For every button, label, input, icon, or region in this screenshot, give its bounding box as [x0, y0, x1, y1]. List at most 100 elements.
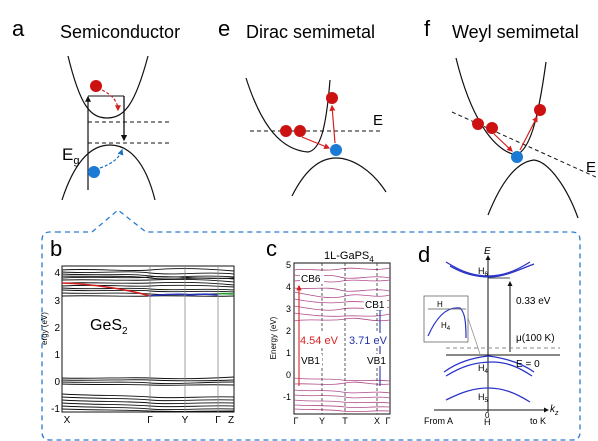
excite-arrow-e	[329, 104, 336, 144]
c-cb1-bg	[364, 298, 387, 310]
callout-box	[41, 209, 581, 441]
d-kz-label: kz	[550, 404, 559, 417]
b-xtick-y: Y	[182, 415, 189, 426]
conduction-band-a	[67, 55, 149, 119]
scatter-arrow-e	[301, 136, 331, 149]
electron-e3	[326, 92, 338, 104]
panel-b: b	[40, 236, 235, 426]
b-xticks: X Γ Y Γ Z	[64, 415, 234, 426]
panel-f-letter: f	[424, 16, 431, 41]
b-ytick-4: 4	[54, 268, 60, 279]
b-ytick-3: 3	[54, 296, 60, 307]
d-inset	[423, 295, 469, 343]
excite-arrow-f	[519, 115, 538, 151]
b-ytick-m1: -1	[51, 404, 60, 415]
d-cb1	[445, 261, 531, 277]
d-h5: H5	[478, 392, 489, 404]
d-inset-h: H	[437, 300, 443, 309]
c-vb1-right: VB1	[367, 356, 386, 367]
panel-b-frame	[61, 265, 235, 413]
b-material-bg	[86, 310, 134, 338]
b-yticks: 4 3 2 1 0 -1	[51, 268, 60, 415]
scatter-arrow-f	[493, 133, 513, 152]
b-xtick-z: Z	[228, 415, 234, 426]
relax-arrow-blue-a	[99, 148, 124, 169]
b-xtick-x: X	[64, 415, 71, 426]
c-vb1-left-bg	[300, 354, 322, 366]
panel-a: a Semiconductor Eg	[12, 16, 180, 201]
fermi-label-e: E	[373, 112, 383, 129]
c-ytick-3: 3	[286, 304, 291, 314]
c-e-left-bg	[300, 333, 340, 346]
c-xtick-t: T	[342, 416, 348, 426]
d-gap-label: 0.33 eV	[516, 296, 551, 307]
c-xtick-gamma2: Γ	[386, 416, 391, 426]
b-ytick-0: 0	[54, 377, 60, 388]
d-inset-link	[467, 317, 481, 355]
b-ytick-1: 1	[54, 350, 60, 361]
electron-e2	[294, 125, 306, 137]
c-cb1: CB1	[365, 300, 385, 311]
c-title: 1L-GaPS4	[324, 250, 374, 264]
c-ytick-0: 0	[286, 370, 291, 380]
b-ytick-2: 2	[54, 323, 60, 334]
valence-band-f	[487, 159, 579, 219]
panel-a-letter: a	[12, 16, 25, 41]
hole-f	[511, 151, 523, 163]
d-vb2	[445, 361, 533, 377]
band-red	[61, 282, 151, 297]
d-zero: 0	[485, 411, 490, 420]
electron-e1	[280, 125, 292, 137]
valence-band-a	[61, 144, 156, 201]
d-e0-label: E = 0	[516, 359, 540, 370]
relax-arrow-red-a	[101, 89, 121, 112]
c-cb6-bg	[300, 272, 324, 284]
c-xticks: Γ Y T X Γ	[294, 416, 391, 426]
panel-c: c 1L-GaPS4 CB6	[266, 236, 391, 426]
panel-e: e Dirac semimetal E	[218, 16, 387, 197]
d-vb-h5	[445, 387, 531, 403]
panel-e-title: Dirac semimetal	[246, 22, 375, 42]
hole-e	[330, 144, 342, 156]
electron-f1	[472, 118, 484, 130]
c-ytick-m1: -1	[283, 392, 291, 402]
d-vb-h4	[443, 355, 535, 373]
c-ytick-5: 5	[286, 260, 291, 270]
c-vb1-right-bg	[366, 354, 388, 366]
electron-f2	[486, 122, 498, 134]
b-ylabel: ergy (eV)	[40, 312, 49, 345]
b-xtick-gamma2: Γ	[215, 415, 221, 426]
c-e-right: 3.71 eV	[349, 335, 388, 347]
conduction-band-e	[245, 77, 331, 153]
hole-a	[88, 166, 100, 178]
electron-f3	[534, 104, 546, 116]
d-inset-band	[427, 307, 467, 339]
panel-f-title: Weyl semimetal	[452, 22, 579, 42]
d-from: From A	[424, 416, 453, 426]
c-yticks: 5 4 3 2 1 0 -1	[283, 260, 291, 402]
c-cb6: CB6	[301, 274, 321, 285]
gap-label: Eg	[62, 145, 79, 167]
d-h6: H6	[478, 266, 489, 278]
panel-a-title: Semiconductor	[60, 22, 180, 42]
c-vb1-left: VB1	[301, 356, 320, 367]
c-ylabel: Energy (eV)	[269, 316, 278, 359]
fermi-level-f	[451, 111, 598, 179]
band-blue	[149, 293, 219, 297]
c-xtick-gamma1: Γ	[294, 416, 299, 426]
d-to: to K	[530, 416, 546, 426]
panel-c-letter: c	[266, 236, 277, 261]
c-ytick-4: 4	[286, 282, 291, 292]
d-cb2	[449, 263, 535, 278]
d-bands	[443, 261, 535, 403]
panel-d: d E kz 0.33 eV μ(100 K) E = 0 H6 H4 H5 H…	[418, 242, 560, 427]
panel-f: f Weyl semimetal E	[424, 16, 598, 219]
panel-d-letter: d	[418, 242, 430, 267]
fermi-label-f: E	[586, 159, 596, 176]
d-mu-label: μ(100 K)	[516, 333, 555, 344]
c-ytick-1: 1	[286, 348, 291, 358]
d-e-label: E	[484, 246, 491, 257]
c-e-left: 4.54 eV	[300, 335, 339, 347]
panel-e-letter: e	[218, 16, 230, 41]
